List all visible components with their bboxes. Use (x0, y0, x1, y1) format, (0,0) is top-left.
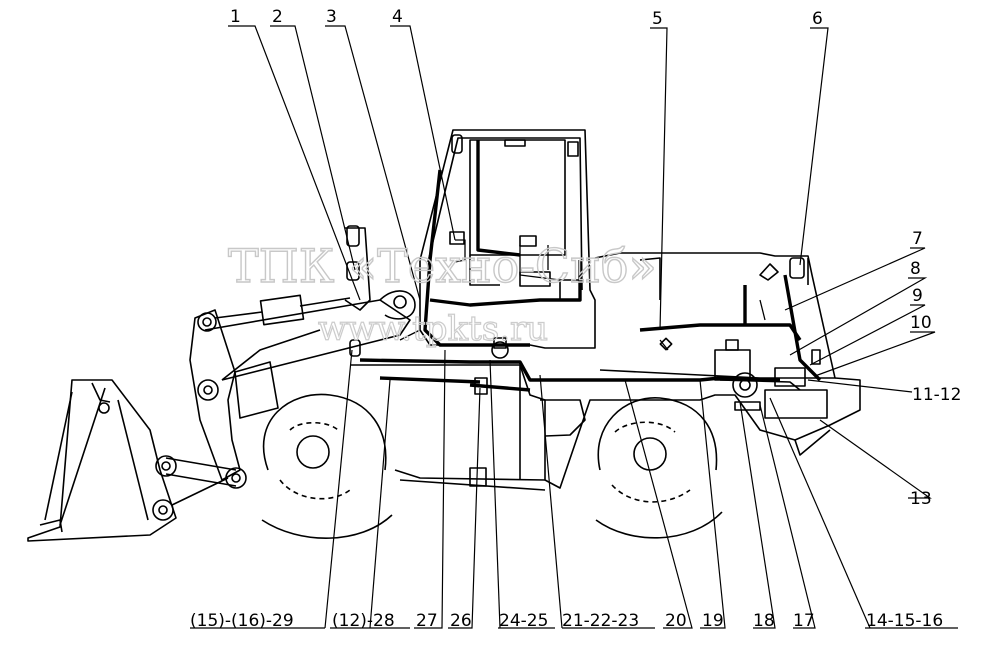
mid-components (449, 231, 779, 487)
label-24-25: 24-25 (499, 611, 548, 631)
lift-arm (152, 299, 411, 521)
label-21-22-23: 21-22-23 (562, 611, 639, 631)
label-15-16-29: (15)-(16)-29 (190, 611, 294, 631)
label-5: 5 (652, 9, 663, 29)
loader-machine-drawing (27, 129, 861, 542)
front-wheel (261, 393, 393, 539)
watermark-line1: ТПК «Техно-Сиб» (228, 239, 657, 293)
label-3: 3 (326, 7, 337, 27)
label-19: 19 (702, 611, 724, 631)
label-11-12: 11-12 (912, 385, 961, 405)
label-1: 1 (230, 7, 241, 27)
label-9: 9 (912, 286, 923, 306)
watermark-line2: www.tpkts.ru (318, 309, 548, 349)
label-10: 10 (910, 313, 932, 333)
label-12-28: (12)-28 (332, 611, 395, 631)
watermark: ТПК «Техно-Сиб» www.tpkts.ru (227, 238, 657, 349)
label-18: 18 (753, 611, 775, 631)
label-14-15-16: 14-15-16 (866, 611, 943, 631)
label-2: 2 (272, 7, 283, 27)
leader-lines (190, 25, 958, 629)
label-13: 13 (910, 489, 932, 509)
battery-box (714, 339, 828, 419)
chassis (350, 364, 861, 491)
lift-cylinder (214, 294, 351, 326)
label-17: 17 (793, 611, 815, 631)
bucket (27, 379, 177, 542)
callout-labels: 1 2 3 4 5 6 7 8 9 10 11-12 13 14-15-16 1… (190, 7, 961, 631)
label-20: 20 (665, 611, 687, 631)
label-4: 4 (392, 7, 403, 27)
label-8: 8 (910, 259, 921, 279)
label-26: 26 (450, 611, 472, 631)
engine-hood (594, 252, 836, 379)
label-6: 6 (812, 9, 823, 29)
rear-wheel (595, 397, 723, 539)
label-27: 27 (416, 611, 438, 631)
label-7: 7 (912, 229, 923, 249)
